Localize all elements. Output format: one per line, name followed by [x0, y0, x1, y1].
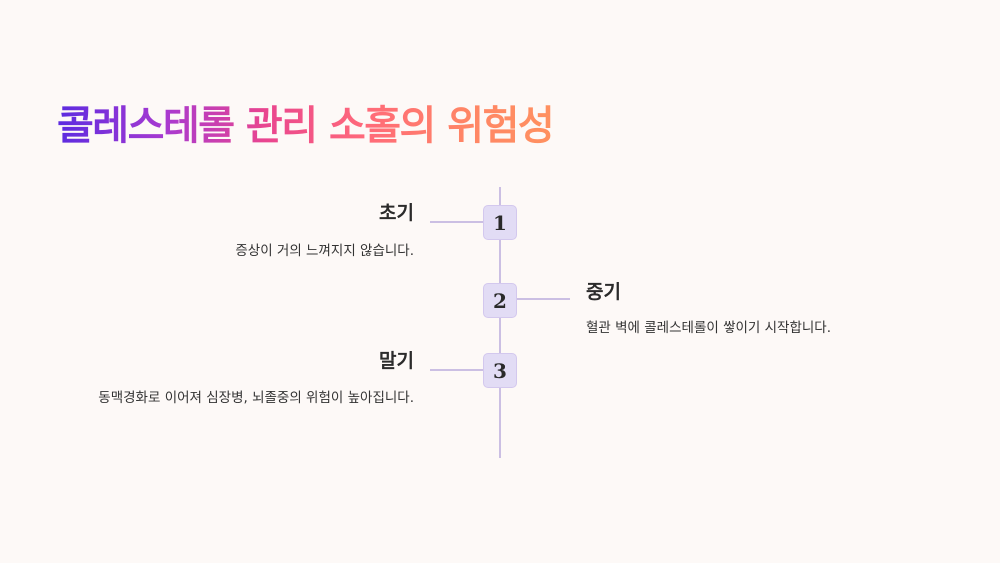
timeline-vertical-line [499, 187, 501, 458]
step-1-connector [430, 221, 483, 223]
step-3-connector [430, 369, 483, 371]
step-3-number: 3 [493, 358, 507, 383]
step-3-heading: 말기 [379, 350, 414, 372]
step-2-number: 2 [493, 288, 507, 313]
step-2-connector [517, 298, 570, 300]
step-1-number: 1 [493, 210, 507, 235]
step-1-number-badge: 1 [483, 205, 517, 240]
step-1-heading: 초기 [379, 202, 414, 224]
step-3-number-badge: 3 [483, 353, 517, 388]
step-1-description: 증상이 거의 느껴지지 않습니다. [235, 243, 414, 259]
step-2-number-badge: 2 [483, 283, 517, 318]
step-3-description: 동맥경화로 이어져 심장병, 뇌졸중의 위험이 높아집니다. [98, 390, 414, 406]
step-2-heading: 중기 [586, 281, 621, 303]
step-2-description: 혈관 벽에 콜레스테롤이 쌓이기 시작합니다. [586, 320, 832, 336]
page-title: 콜레스테롤 관리 소홀의 위험성 [57, 98, 555, 154]
